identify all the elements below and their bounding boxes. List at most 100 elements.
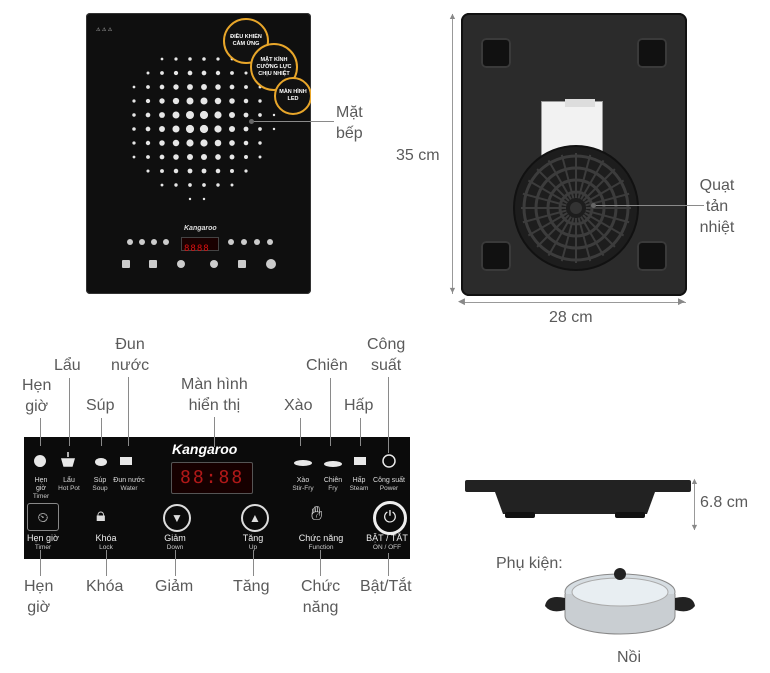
fan-spoke [547,216,572,257]
callout-stir-fry: Xào [284,397,313,414]
surface-dot [229,98,235,104]
leader-line [388,553,389,576]
callout-on-off: Bật/Tắt [360,578,412,595]
surface-dot [258,127,262,131]
surface-dot [230,71,234,75]
arrow-right-icon: ▶ [678,296,685,306]
arrow-down-icon: ▼ [448,285,457,295]
arrow-up-icon: ▲ [690,476,699,486]
leader-line [300,418,301,446]
callout-dot-fan [591,203,596,208]
svg-text:⚠ ⚠ ⚠: ⚠ ⚠ ⚠ [96,27,113,33]
surface-dot [186,97,194,105]
surface-dot [160,71,164,75]
surface-dot [145,112,151,118]
surface-dot [186,153,194,161]
surface-dot [159,140,165,146]
mini-control-icons [122,239,276,269]
surface-dot [132,127,136,131]
surface-dot [160,169,164,173]
surface-dot [187,84,193,90]
callout-surface: Mặt bếp [336,104,363,142]
height-dimension-line [452,14,453,294]
fan-spoke [536,168,570,202]
surface-dot [215,154,221,160]
surface-dot [188,197,192,201]
fan-spoke [560,154,575,199]
callout-power-level: Công suất [367,336,406,374]
surface-dot [202,197,206,201]
surface-dot [132,85,136,89]
arrow-up-icon: ▲ [448,11,457,21]
surface-dot [188,57,192,61]
surface-dot [174,183,178,187]
fan-spoke [527,212,568,237]
width-dimension-line [462,302,686,303]
surface-dot [132,155,136,159]
fan-spoke [522,192,567,207]
callout-up: Tăng [233,578,270,595]
hand-function-icon: ✋︎ [311,503,323,525]
surface-dot [188,183,192,187]
surface-dot [200,97,208,105]
surface-dot [146,71,150,75]
leader-line [40,550,41,576]
fan-spoke [582,214,616,248]
surface-dot [185,124,195,134]
surface-dot [200,153,208,161]
surface-dot [258,155,262,159]
surface-dot [199,110,209,120]
surface-dot [215,84,221,90]
leader-line [330,378,331,446]
leader-line [320,550,321,576]
up-icon: ▲ [241,504,269,532]
surface-dot [172,97,180,105]
surface-dot [172,111,180,119]
dimension-height: 35 cm [396,147,440,164]
surface-dot [243,112,249,118]
fan-spoke [580,159,605,200]
surface-dot [172,125,180,133]
surface-dot [214,111,222,119]
surface-dot [174,57,178,61]
surface-dot [243,98,249,104]
leader-line [388,377,389,453]
rubber-foot [481,38,511,68]
leader-line [175,550,176,576]
surface-dot [159,84,165,90]
down-icon: ▼ [163,504,191,532]
surface-dot [201,84,207,90]
surface-dot [132,99,136,103]
surface-dot [173,84,179,90]
surface-dot [185,110,195,120]
surface-dot [146,155,150,159]
callout-dot-surface [249,119,254,124]
surface-dot [200,139,208,147]
surface-dot [229,84,235,90]
rubber-foot [637,241,667,271]
surface-dot [244,71,248,75]
surface-dot [244,155,248,159]
feature-badge-led: MÀN HÌNH LED [274,77,311,115]
brand-logo: Kangaroo [172,441,238,457]
callout-fry: Chiên [306,357,348,374]
fan-spoke [584,179,625,204]
fan-spoke [585,209,630,224]
leader-line [101,418,102,446]
surface-dot [272,127,276,131]
